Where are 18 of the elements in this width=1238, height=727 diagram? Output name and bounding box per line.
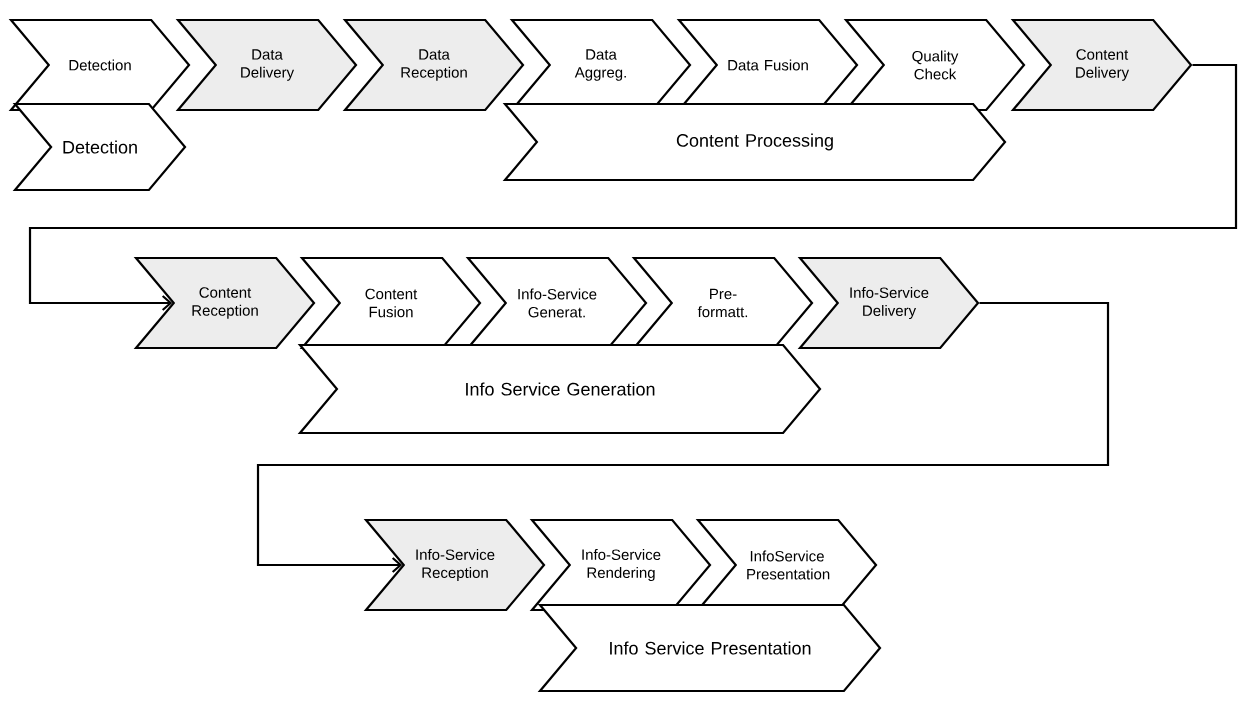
process-step: Content Fusion (299, 256, 482, 350)
process-step: Quality Check (843, 18, 1026, 112)
process-step: Content Reception (133, 256, 316, 350)
process-step: Data Reception (342, 18, 525, 112)
phase-step: Info Service Generation (297, 343, 822, 435)
process-step: Data Delivery (175, 18, 358, 112)
phase-step: Detection (12, 102, 187, 192)
process-step: Content Delivery (1010, 18, 1193, 112)
phase-step: Info Service Presentation (537, 603, 882, 693)
process-step: Info-Service Reception (363, 518, 546, 612)
phase-step: Content Processing (502, 102, 1007, 182)
connector-arrow (256, 301, 1110, 573)
connector-arrow (28, 63, 1238, 311)
process-step: Pre- formatt. (631, 256, 814, 350)
process-step: Info-Service Generat. (465, 256, 648, 350)
process-step: Info-Service Delivery (797, 256, 980, 350)
process-step: InfoService Presentation (695, 518, 878, 612)
process-step: Detection (8, 18, 191, 112)
